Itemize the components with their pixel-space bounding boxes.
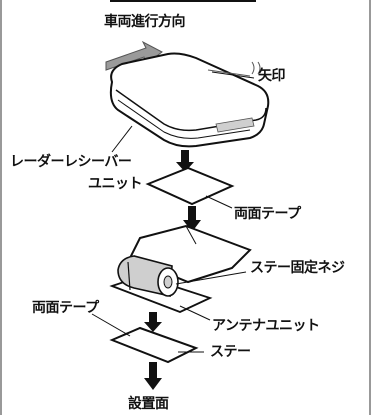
arrow-mark-leader	[211, 71, 255, 79]
tape-lower-leader	[91, 313, 131, 337]
radar-receiver-label-line1: レーダーレシーバー	[10, 154, 132, 170]
stay-screw-label: ステー固定ネジ	[250, 260, 345, 276]
arrow-mark-label: 矢印	[258, 68, 286, 84]
double-tape-upper-shape	[145, 166, 235, 206]
double-tape-lower-shape	[109, 326, 199, 364]
antenna-unit	[109, 255, 213, 313]
double-tape-upper-label: 両面テープ	[234, 206, 301, 222]
frame-left-border	[0, 0, 2, 415]
radar-receiver-label-line2: ユニット	[88, 176, 143, 192]
down-arrow-2	[183, 206, 201, 232]
down-arrow-3	[144, 312, 162, 332]
direction-label: 車両進行方向	[104, 14, 186, 30]
receiver-leader	[111, 125, 133, 153]
down-arrow-4	[144, 362, 162, 390]
arrow-mark-icon	[251, 61, 261, 75]
antenna-unit-label: アンテナユニット	[212, 318, 320, 334]
tape-upper-leader	[205, 195, 233, 209]
frame-right-border	[369, 0, 371, 415]
stay-label: ステー	[210, 344, 251, 360]
screw-leader	[175, 271, 247, 285]
down-arrow-1	[176, 150, 194, 172]
antenna-leader	[179, 305, 211, 321]
double-tape-lower-label: 両面テープ	[32, 300, 99, 316]
radar-receiver-unit	[109, 52, 270, 148]
install-surface-label: 設置面	[128, 396, 169, 412]
